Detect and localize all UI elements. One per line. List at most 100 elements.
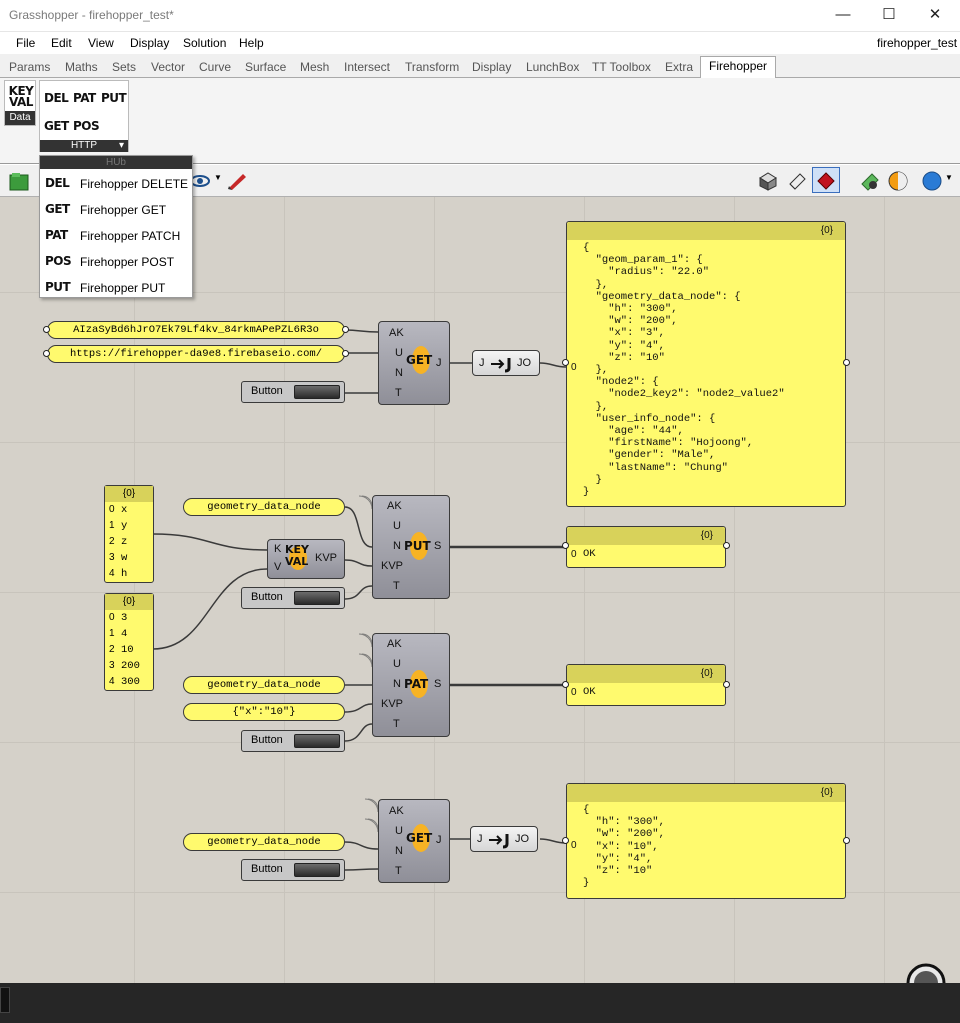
open-file-icon[interactable] bbox=[8, 170, 30, 192]
tab-intersect[interactable]: Intersect bbox=[344, 60, 391, 74]
output-grip[interactable] bbox=[723, 542, 730, 549]
preview-shaded-icon[interactable] bbox=[757, 170, 779, 192]
mesh-settings-icon[interactable] bbox=[858, 170, 882, 192]
menu-display[interactable]: Display bbox=[130, 36, 170, 50]
pat-icon: PAT bbox=[404, 677, 429, 691]
tab-display[interactable]: Display bbox=[472, 60, 512, 74]
preview-wire-icon[interactable] bbox=[786, 170, 808, 192]
patch-output-panel[interactable]: {0} 0 OK bbox=[566, 664, 726, 706]
output-grip[interactable] bbox=[843, 359, 850, 366]
menu-edit[interactable]: Edit bbox=[51, 36, 72, 50]
tab-transform[interactable]: Transform bbox=[405, 60, 460, 74]
get-icon[interactable]: GET bbox=[44, 117, 69, 133]
put-output-panel[interactable]: {0} 0 OK bbox=[566, 526, 726, 568]
button-get-2[interactable]: Button bbox=[241, 859, 345, 881]
node-name-panel-patch[interactable]: geometry_data_node bbox=[183, 676, 345, 694]
button-put[interactable]: Button bbox=[241, 587, 345, 609]
button-knob[interactable] bbox=[294, 863, 340, 877]
menu-item-firehopper-post[interactable]: POS Firehopper POST bbox=[45, 252, 175, 270]
pat-icon[interactable]: PAT bbox=[73, 89, 96, 105]
tab-tt-toolbox[interactable]: TT Toolbox bbox=[592, 60, 651, 74]
http-group-label[interactable]: HTTP▾ bbox=[40, 140, 128, 152]
patch-json-panel[interactable]: {"x":"10"} bbox=[183, 703, 345, 721]
tab-maths[interactable]: Maths bbox=[65, 60, 98, 74]
button-knob[interactable] bbox=[294, 734, 340, 748]
tab-curve[interactable]: Curve bbox=[199, 60, 232, 74]
input-grip[interactable] bbox=[562, 681, 569, 688]
tab-sets[interactable]: Sets bbox=[112, 60, 137, 74]
input-grip[interactable] bbox=[562, 542, 569, 549]
output-grip[interactable] bbox=[843, 837, 850, 844]
firehopper-put-component[interactable]: AK U N KVP T PUT S bbox=[372, 495, 450, 599]
tab-surface[interactable]: Surface bbox=[245, 60, 287, 74]
output-grip[interactable] bbox=[342, 326, 349, 333]
http-dropdown-menu: HUb DEL Firehopper DELETE GET Firehopper… bbox=[39, 155, 193, 298]
node-name-panel-put[interactable]: geometry_data_node bbox=[183, 498, 345, 516]
grasshopper-canvas[interactable]: AIzaSyBd6hJrO7Ek79Lf4kv_84rkmAPePZL6R3o … bbox=[0, 197, 960, 983]
firehopper-get-component-2[interactable]: AK U N T GET J bbox=[378, 799, 450, 883]
preview-eye-icon[interactable] bbox=[190, 172, 210, 190]
output-grip[interactable] bbox=[723, 681, 730, 688]
menu-help[interactable]: Help bbox=[239, 36, 264, 50]
status-bar bbox=[0, 983, 960, 1023]
get-output-panel-1[interactable]: {0} 0 { "geom_param_1": { "radius": "22.… bbox=[566, 221, 846, 507]
preview-selected-toggle[interactable] bbox=[812, 167, 840, 193]
output-index: 0 bbox=[571, 362, 577, 373]
input-grip[interactable] bbox=[43, 326, 50, 333]
firehopper-patch-component[interactable]: AK U N KVP T PAT S bbox=[372, 633, 450, 737]
url-panel[interactable]: https://firehopper-da9e8.firebaseio.com/ bbox=[47, 345, 345, 363]
minimize-button[interactable]: — bbox=[835, 6, 851, 23]
get-icon: GET bbox=[406, 353, 433, 367]
patch-result-text: OK bbox=[583, 686, 596, 698]
http-group: DEL PAT PUT GET POS HTTP▾ bbox=[39, 80, 129, 152]
input-grip[interactable] bbox=[562, 359, 569, 366]
get-output-panel-2[interactable]: {0} 0 { "h": "300", "w": "200", "x": "10… bbox=[566, 783, 846, 899]
tab-extra[interactable]: Extra bbox=[665, 60, 694, 74]
pos-icon[interactable]: POS bbox=[73, 117, 100, 133]
maximize-button[interactable]: ☐ bbox=[882, 6, 896, 23]
menu-view[interactable]: View bbox=[88, 36, 114, 50]
button-knob[interactable] bbox=[294, 385, 340, 399]
menu-item-firehopper-get[interactable]: GET Firehopper GET bbox=[45, 200, 167, 218]
del-icon[interactable]: DEL bbox=[44, 89, 69, 105]
tab-vector[interactable]: Vector bbox=[151, 60, 186, 74]
button-get-1[interactable]: Button bbox=[241, 381, 345, 403]
port-ak: AK bbox=[387, 638, 402, 650]
json-object-component-2[interactable]: J JO bbox=[470, 826, 538, 852]
firehopper-get-component-1[interactable]: AK U N T GET J bbox=[378, 321, 450, 405]
preview-dropdown-icon[interactable]: ▼ bbox=[214, 173, 222, 182]
material-icon[interactable] bbox=[887, 170, 909, 192]
close-button[interactable]: ✕ bbox=[928, 6, 942, 23]
menu-item-firehopper-put[interactable]: PUT Firehopper PUT bbox=[45, 278, 166, 296]
tab-lunchbox[interactable]: LunchBox bbox=[526, 60, 580, 74]
sketch-pen-icon[interactable] bbox=[226, 171, 248, 191]
put-icon[interactable]: PUT bbox=[101, 89, 127, 105]
menu-solution[interactable]: Solution bbox=[183, 36, 227, 50]
menu-item-firehopper-delete[interactable]: DEL Firehopper DELETE bbox=[45, 174, 189, 192]
menu-file[interactable]: File bbox=[16, 36, 36, 50]
put-result-text: OK bbox=[583, 548, 596, 560]
tab-params[interactable]: Params bbox=[9, 60, 51, 74]
tab-mesh[interactable]: Mesh bbox=[300, 60, 330, 74]
button-knob[interactable] bbox=[294, 591, 340, 605]
node-name-panel-get[interactable]: geometry_data_node bbox=[183, 833, 345, 851]
api-key-text: AIzaSyBd6hJrO7Ek79Lf4kv_84rkmAPePZL6R3o bbox=[73, 324, 319, 336]
api-key-panel[interactable]: AIzaSyBd6hJrO7Ek79Lf4kv_84rkmAPePZL6R3o bbox=[47, 321, 345, 339]
display-sphere-icon[interactable] bbox=[921, 170, 943, 192]
input-grip[interactable] bbox=[562, 837, 569, 844]
canvas-navigator-icon[interactable] bbox=[902, 961, 950, 983]
output-grip[interactable] bbox=[342, 350, 349, 357]
tab-firehopper[interactable]: Firehopper bbox=[700, 56, 777, 78]
display-dropdown-icon[interactable]: ▼ bbox=[945, 173, 953, 182]
json-object-component-1[interactable]: J JO bbox=[472, 350, 540, 376]
input-grip[interactable] bbox=[43, 350, 50, 357]
button-patch[interactable]: Button bbox=[241, 730, 345, 752]
menu-item-firehopper-patch[interactable]: PAT Firehopper PATCH bbox=[45, 226, 181, 244]
